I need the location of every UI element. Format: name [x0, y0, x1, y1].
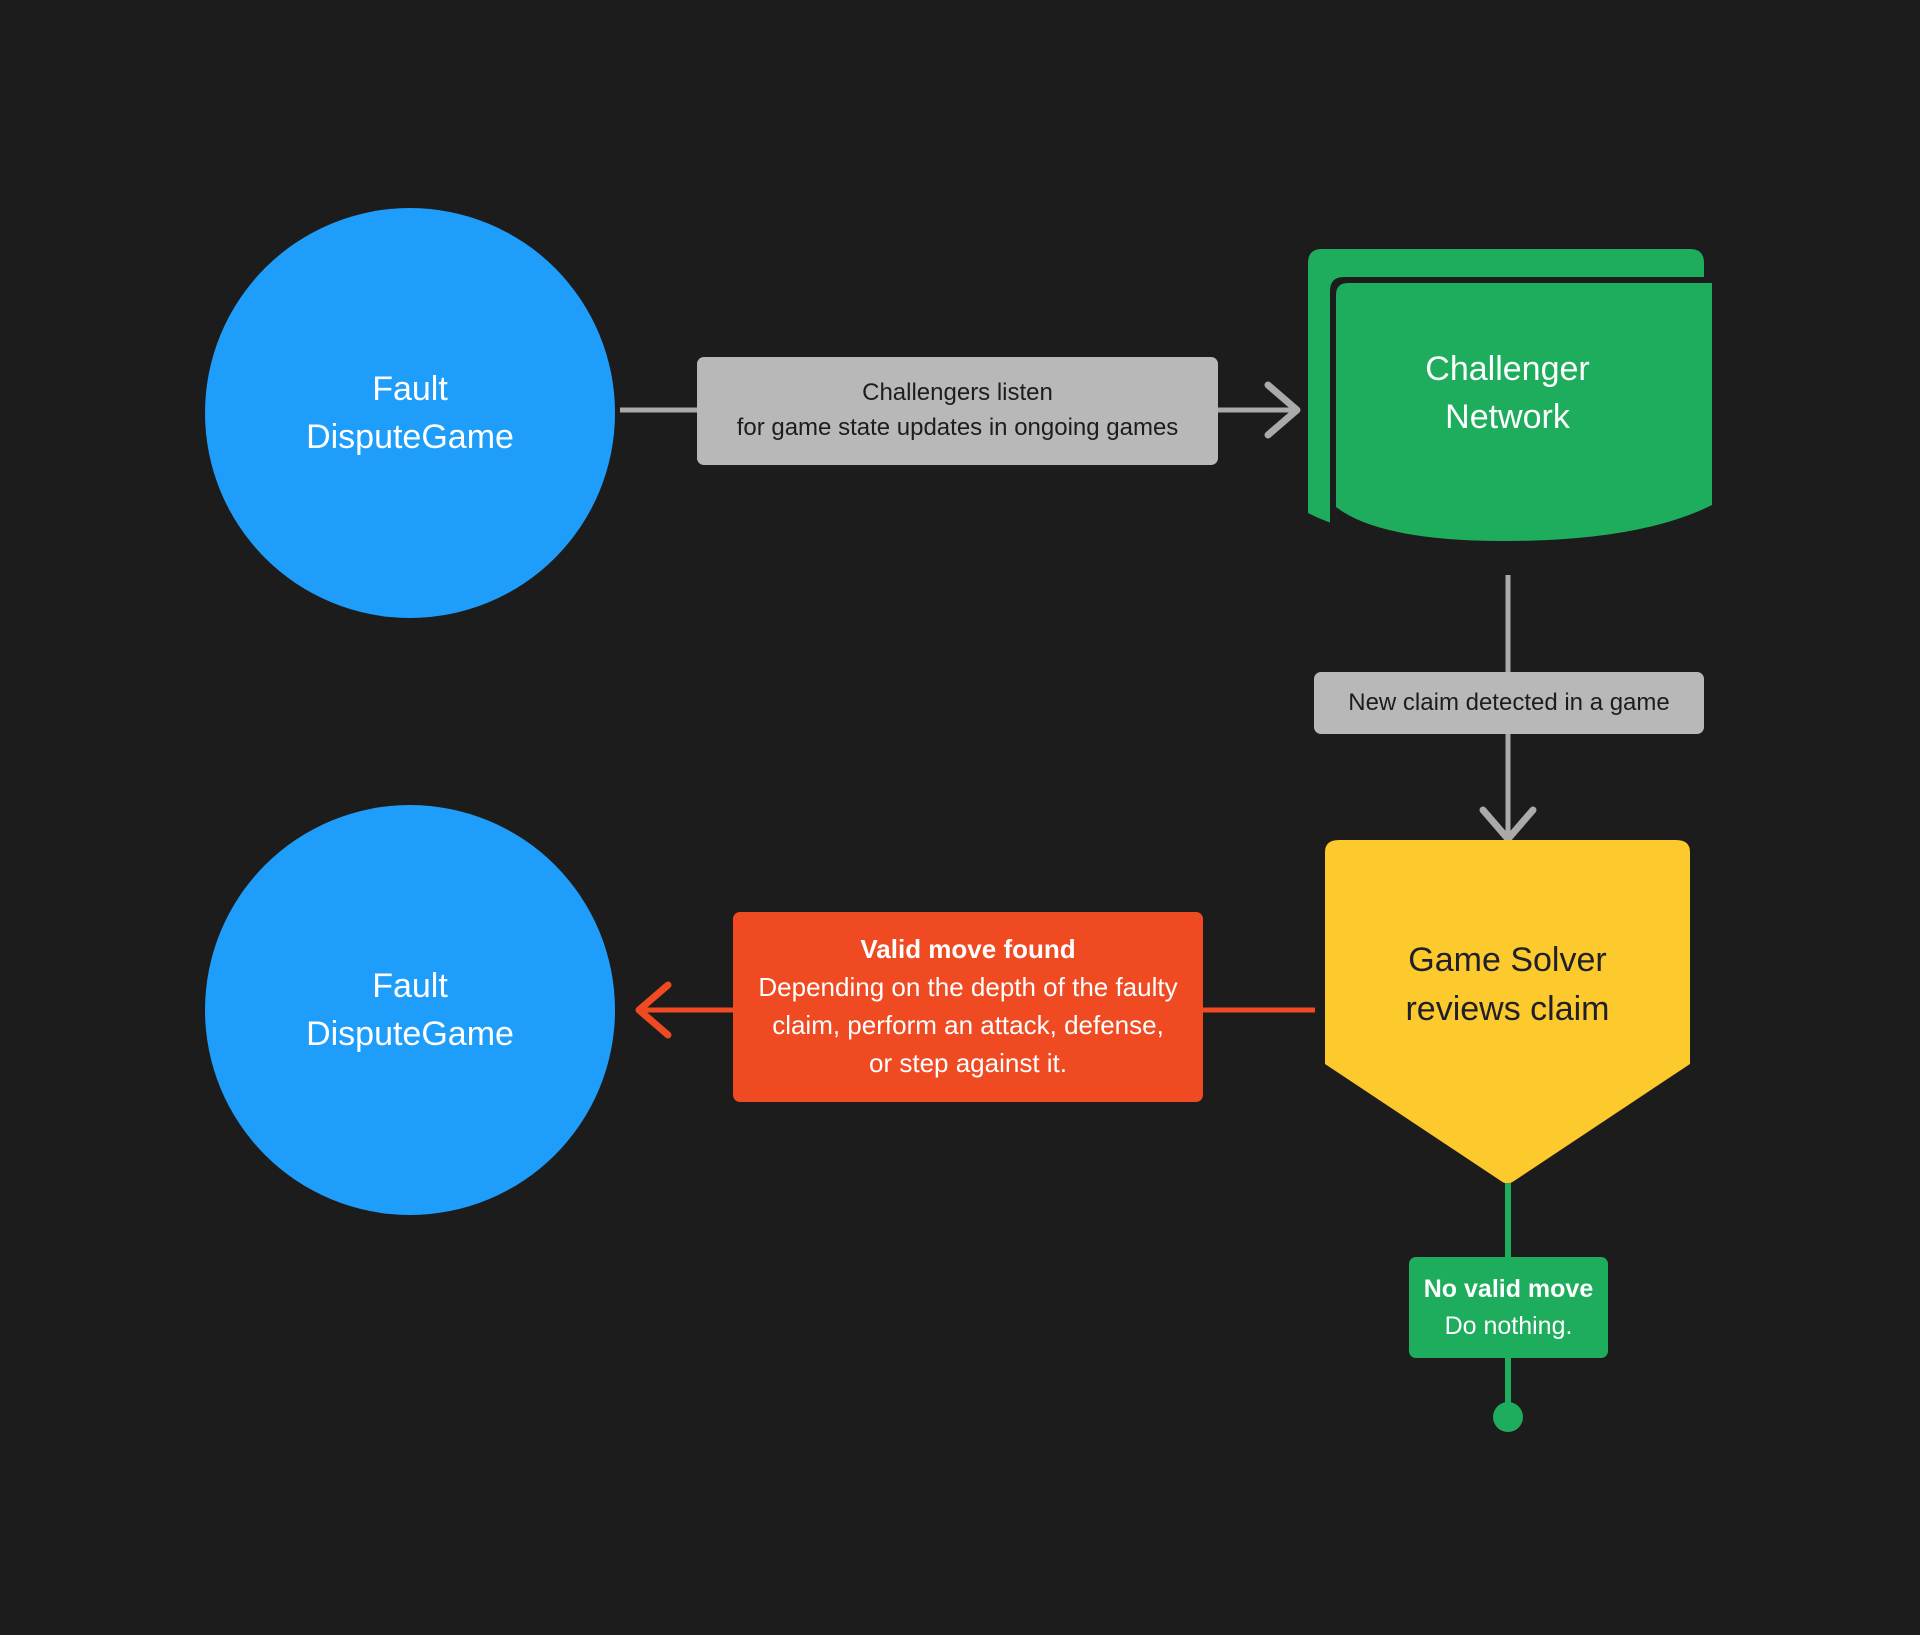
multiple-documents-icon: [1308, 249, 1712, 573]
edge-label-line: No valid move: [1423, 1275, 1594, 1303]
edge-label-line: New claim detected in a game: [1348, 688, 1670, 716]
node-game-solver[interactable]: Game Solver reviews claim: [1315, 838, 1700, 1183]
node-label-line: DisputeGame: [306, 1015, 514, 1053]
node-label-line: Fault: [372, 369, 448, 408]
edge-label-line: Challengers listen: [862, 379, 1053, 407]
node-label: Fault DisputeGame: [306, 365, 514, 462]
node-label: Challenger Network: [1425, 345, 1589, 476]
node-label-line: Game Solver: [1408, 941, 1607, 980]
node-label: Fault DisputeGame: [306, 962, 514, 1059]
edge-label-challengers-listen[interactable]: Challengers listen for game state update…: [697, 357, 1218, 465]
node-fault-dispute-game-bottom[interactable]: Fault DisputeGame: [205, 805, 615, 1215]
edge-label-line: claim, perform an attack, defense,: [772, 1010, 1164, 1040]
node-label-line: Network: [1445, 398, 1570, 436]
node-label-line: Fault: [372, 966, 448, 1005]
edge-label-line: or step against it.: [869, 1047, 1067, 1078]
node-label-line: Challenger: [1425, 349, 1590, 388]
edge-label-valid-move-found[interactable]: Valid move found Depending on the depth …: [733, 912, 1203, 1102]
node-fault-dispute-game-top[interactable]: Fault DisputeGame: [205, 208, 615, 618]
node-label-line: reviews claim: [1405, 989, 1610, 1028]
edge-label-line: Valid move found: [860, 934, 1076, 965]
node-challenger-network[interactable]: Challenger Network: [1300, 245, 1715, 575]
edge-label-line: Depending on the depth of the faulty: [758, 972, 1178, 1003]
edge-label-line: for game state updates in ongoing games: [736, 414, 1179, 441]
node-label-line: DisputeGame: [306, 418, 514, 456]
edge-label-new-claim[interactable]: New claim detected in a game: [1314, 672, 1704, 734]
edge-label-no-valid-move[interactable]: No valid move Do nothing.: [1409, 1257, 1608, 1358]
node-label: Game Solver reviews claim: [1405, 936, 1609, 1085]
edge-label-line: Do nothing.: [1444, 1311, 1573, 1340]
end-dot: [1493, 1402, 1523, 1432]
pentagon-down-icon: [1325, 840, 1690, 1183]
